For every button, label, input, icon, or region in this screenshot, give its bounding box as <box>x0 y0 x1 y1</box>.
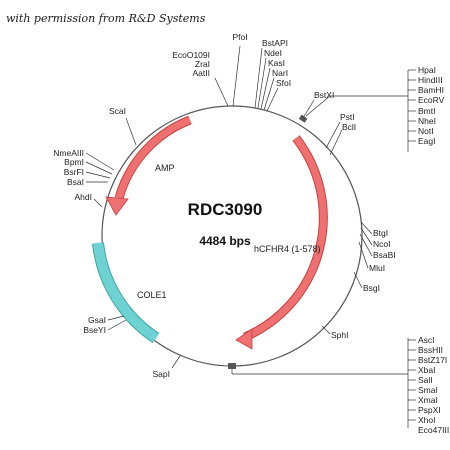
plasmid-name: RDC3090 <box>188 200 263 219</box>
cole1-label: COLE1 <box>137 290 167 300</box>
site-bcli: BclI <box>342 122 356 132</box>
right-leaders <box>321 221 373 335</box>
site-gsai: GsaI <box>88 315 106 325</box>
site-nmeaiii: NmeAIII <box>53 148 84 158</box>
mcs-top-marker <box>298 114 308 123</box>
site-kasi: KasI <box>268 58 285 68</box>
site-psti: PstI <box>340 112 355 122</box>
amp-label: AMP <box>155 163 175 173</box>
mcs-top-site: EagI <box>418 136 436 146</box>
site-btgi: BtgI <box>373 228 388 238</box>
site-aatii: AatII <box>193 68 210 78</box>
bottom-left-leaders <box>107 315 181 369</box>
amp-arrow <box>115 116 192 199</box>
cole1-arc <box>93 242 159 343</box>
site-bseyi: BseYI <box>83 325 106 335</box>
mcs-top-bracket <box>305 69 416 152</box>
site-bsgi: BsgI <box>363 283 380 293</box>
mcs-top-site: BmtI <box>418 106 435 116</box>
mcs-bottom-marker <box>228 363 236 369</box>
mcs-bottom-site: BstZ17I <box>418 355 447 365</box>
mcs-bottom-site: XmaI <box>418 395 438 405</box>
site-scai: ScaI <box>109 106 126 116</box>
site-bsai: BsaI <box>67 177 84 187</box>
mcs-bottom-site: Eco47III <box>418 425 449 435</box>
site-pfoi: PfoI <box>232 32 247 42</box>
site-mlui: MluI <box>369 263 385 273</box>
site-bstapi: BstAPI <box>262 38 288 48</box>
site-ahdi: AhdI <box>75 192 93 202</box>
mcs-bottom-site: BssHII <box>418 345 443 355</box>
amp-arrowhead <box>105 196 129 216</box>
site-zrai: ZraI <box>195 59 210 69</box>
site-sphi: SphI <box>331 330 349 340</box>
mcs-top-site: EcoRV <box>418 95 445 105</box>
mcs-bottom-site: XbaI <box>418 365 436 375</box>
site-bsabi: BsaBI <box>373 250 396 260</box>
site-nari: NarI <box>272 68 288 78</box>
mcs-top-site: HpaI <box>418 65 436 75</box>
site-bsrfi: BsrFI <box>64 167 84 177</box>
site-ecoo109i: EcoO109I <box>172 50 210 60</box>
mcs-top-site: NheI <box>418 116 436 126</box>
insert-label: hCFHR4 (1-578) <box>254 244 321 254</box>
mcs-top-site: NotI <box>418 126 434 136</box>
mcs-top-site: BamHI <box>418 85 444 95</box>
mcs-bottom-bracket <box>231 338 416 428</box>
mcs-bottom-site: AscI <box>418 335 435 345</box>
insert-arrow <box>243 135 327 341</box>
site-bstxi: BstXI <box>314 90 334 100</box>
credit-text: with permission from R&D Systems <box>6 12 206 25</box>
mcs-top-site: HindIII <box>418 75 443 85</box>
top-leaders <box>125 45 343 156</box>
left-leaders <box>85 152 115 208</box>
site-sapi: SapI <box>153 369 171 379</box>
mcs-bottom-site: SmaI <box>418 385 438 395</box>
mcs-bottom-site: XhoI <box>418 415 436 425</box>
mcs-bottom-site: PspXI <box>418 405 441 415</box>
site-ncoi: NcoI <box>373 239 390 249</box>
site-sfoi: SfoI <box>276 78 291 88</box>
plasmid-size: 4484 bps <box>199 234 251 248</box>
site-ndei: NdeI <box>264 48 282 58</box>
mcs-bottom-site: SalI <box>418 375 433 385</box>
insert-arrowhead <box>235 328 253 350</box>
site-bpmi: BpmI <box>64 157 84 167</box>
